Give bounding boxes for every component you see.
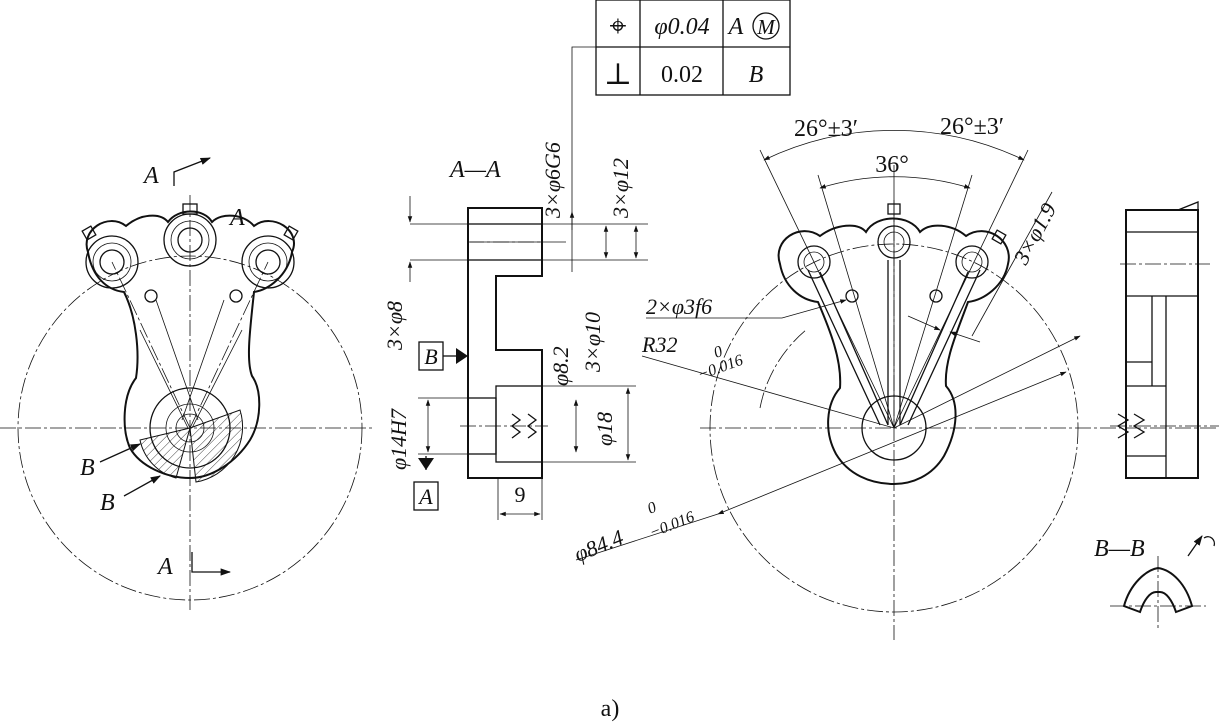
dim-9: 9 — [515, 482, 526, 507]
dim-r32: R32 — [641, 332, 677, 357]
left-front-view: A A B B A — [0, 157, 372, 610]
dim-2x-phi3f6: 2×φ3f6 — [646, 294, 712, 319]
datum-b-label: B — [424, 344, 437, 369]
position-datum: A — [727, 14, 744, 40]
section-a-a-view: A—A 3×φ6G6 3×φ12 3×φ10 3×φ8 φ8.2 φ18 φ14… — [382, 142, 648, 520]
dim-3x-phi1-9: 3×φ1.9 — [1008, 199, 1061, 269]
section-label-b-2: B — [100, 490, 115, 516]
dim-phi14h7: φ14H7 — [386, 408, 411, 470]
mmc-modifier: M — [756, 15, 776, 39]
datum-a-label: A — [417, 484, 433, 509]
position-tolerance-value: φ0.04 — [654, 14, 709, 40]
side-view — [1110, 201, 1219, 479]
dim-phi84-4-tol-upper: 0 — [645, 499, 659, 518]
section-b-b-view: B—B — [1094, 535, 1216, 628]
position-symbol: ⌖ — [610, 10, 627, 43]
angle-36: 36° — [875, 152, 909, 178]
perpendicularity-value: 0.02 — [661, 62, 703, 88]
angle-26-right: 26°±3′ — [940, 114, 1004, 140]
figure-caption: a) — [601, 696, 620, 722]
view-label-a-hub: A — [228, 205, 245, 231]
view-label-a-bottom: A — [156, 554, 173, 580]
perpendicularity-datum: B — [749, 62, 764, 88]
section-label-b-1: B — [80, 455, 95, 481]
dim-phi18: φ18 — [592, 412, 617, 446]
section-b-b-title: B—B — [1094, 536, 1145, 562]
view-label-a-top: A — [142, 163, 159, 189]
dim-3x-phi6g6: 3×φ6G6 — [540, 142, 565, 219]
perpendicularity-symbol: ⊥ — [604, 58, 632, 91]
section-a-a-title: A—A — [448, 157, 501, 183]
dim-3x-phi10: 3×φ10 — [580, 312, 605, 373]
dim-phi8-2: φ8.2 — [548, 346, 573, 386]
feature-control-frame: ⌖ φ0.04 A M ⊥ 0.02 B — [571, 0, 791, 230]
dim-phi84-4: φ84.4 — [571, 524, 627, 566]
angle-26-left: 26°±3′ — [794, 116, 858, 142]
dim-3x-phi12: 3×φ12 — [608, 158, 633, 219]
dim-3x-phi8: 3×φ8 — [382, 301, 407, 351]
